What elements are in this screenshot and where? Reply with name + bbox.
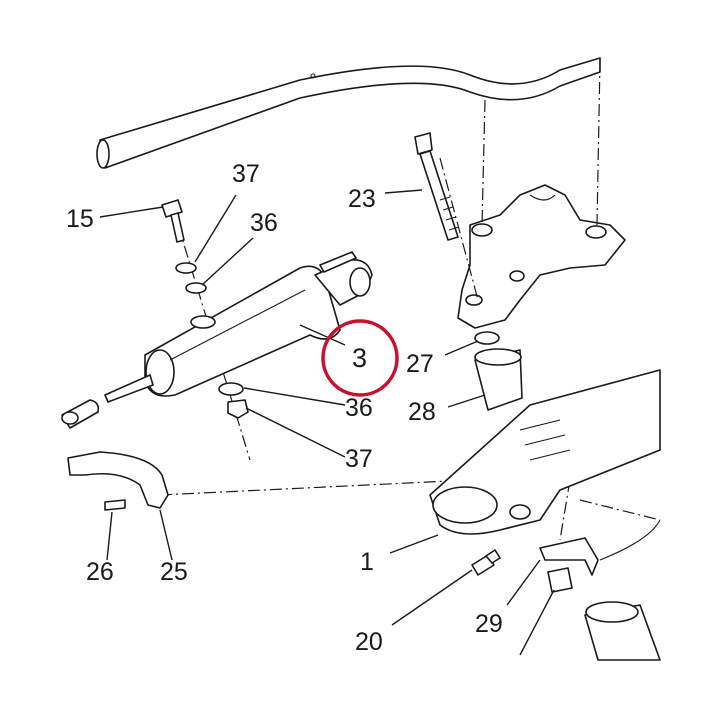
rod-end: [61, 399, 100, 429]
callout-37-lower: 37: [345, 445, 373, 473]
highlight-circle: [321, 319, 399, 397]
clip-29: [539, 537, 599, 576]
washers-upper: [175, 262, 216, 329]
bolt-15: [161, 199, 185, 243]
leader-lines: [99, 189, 555, 656]
screw-26: [104, 499, 126, 511]
callout-37-upper: 37: [232, 160, 260, 188]
nut: [547, 567, 573, 593]
bolt-20: [471, 549, 501, 576]
callout-27: 27: [406, 350, 434, 378]
handlebar: [96, 57, 601, 169]
bushing-28: [474, 348, 523, 411]
callout-36-lower: 36: [345, 394, 373, 422]
callout-23: 23: [348, 185, 376, 213]
long-bolt: [414, 132, 460, 241]
washers-lower: [218, 382, 249, 419]
callout-28: 28: [408, 398, 436, 426]
callout-20: 20: [355, 628, 383, 656]
fork-tube: [584, 519, 661, 661]
callout-26: 26: [86, 558, 114, 586]
steering-damper: [104, 251, 373, 403]
guide-lines: [159, 59, 661, 541]
callout-1: 1: [360, 548, 374, 576]
bushing-27: [474, 331, 500, 345]
callout-25: 25: [160, 558, 188, 586]
callout-29: 29: [475, 610, 503, 638]
handlebar-clamp: [457, 184, 626, 329]
callout-3: 3: [352, 343, 368, 373]
triple-clamp: [429, 369, 661, 535]
damper-bracket: [67, 451, 169, 509]
callout-15: 15: [66, 205, 94, 233]
callout-36-upper: 36: [250, 209, 278, 237]
